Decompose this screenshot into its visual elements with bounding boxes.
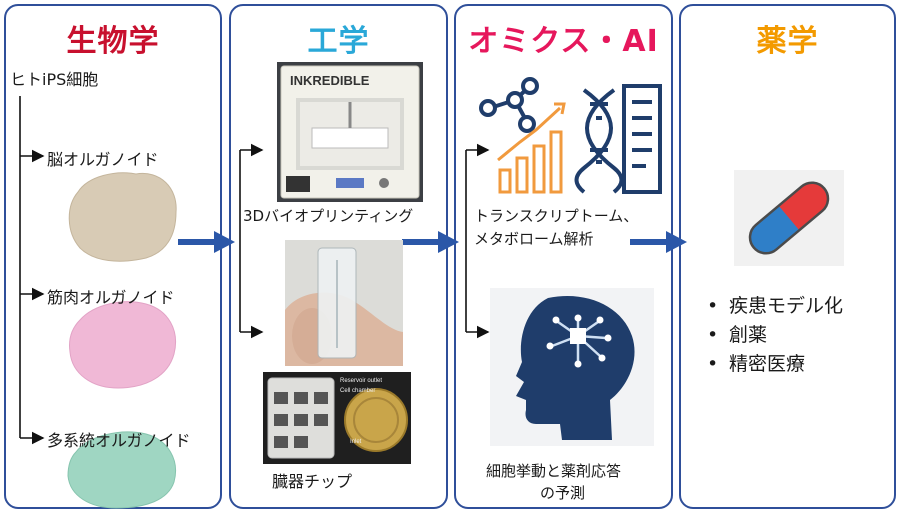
bullet-dot: • bbox=[707, 295, 719, 317]
bullet-item-precision-medicine: • 精密医療 bbox=[707, 350, 843, 379]
bioprinter-photo bbox=[277, 62, 423, 202]
muscle-organoid-image bbox=[69, 301, 176, 389]
multi-organoid-image bbox=[67, 431, 176, 509]
branch-label-multi: 多系統オルガノイド bbox=[47, 431, 191, 450]
chip-annotation-reservoir: Reservoir outlet bbox=[340, 378, 382, 384]
flow-arrow-eng-omics bbox=[402, 231, 459, 253]
omics-label-line2: メタボローム解析 bbox=[474, 230, 594, 248]
pharmacy-bullet-list: • 疾患モデル化 • 創薬 • 精密医療 bbox=[707, 292, 843, 379]
bullet-text: 創薬 bbox=[729, 324, 768, 346]
brain-organoid-image bbox=[68, 172, 177, 262]
pill-icon bbox=[734, 170, 844, 266]
branch-label-muscle: 筋肉オルガノイド bbox=[47, 288, 175, 307]
bioprinting-label: 3Dバイオプリンティング bbox=[243, 207, 414, 225]
ai-brain-head-icon bbox=[490, 288, 654, 446]
bullet-dot: • bbox=[707, 324, 719, 346]
bullet-text: 疾患モデル化 bbox=[729, 295, 844, 317]
ips-cell-label: ヒトiPS細胞 bbox=[10, 70, 99, 89]
bullet-text: 精密医療 bbox=[729, 353, 806, 375]
branch-label-brain: 脳オルガノイド bbox=[47, 150, 159, 169]
chip-annotation-chamber: Cell chamber bbox=[340, 388, 375, 394]
chip-annotation-inlet: Inlet bbox=[350, 439, 362, 445]
panel-title-engineering: 工学 bbox=[307, 24, 370, 59]
organ-chip-photo bbox=[263, 372, 411, 464]
organ-chip-label: 臓器チップ bbox=[272, 472, 353, 491]
panel-title-pharmacy: 薬学 bbox=[756, 24, 819, 59]
biology-tree-lines bbox=[19, 96, 45, 445]
panel-title-omics: オミクス・AI bbox=[468, 24, 659, 59]
bullet-dot: • bbox=[707, 353, 719, 375]
prediction-label-line2: の予測 bbox=[540, 484, 586, 502]
bullet-item-drug-discovery: • 創薬 bbox=[707, 321, 843, 350]
omics-branch-lines bbox=[465, 143, 490, 339]
omics-label-line1: トランスクリプトーム、 bbox=[474, 207, 639, 225]
prediction-label-line1: 細胞挙動と薬剤応答 bbox=[486, 462, 622, 480]
printer-brand-label: INKREDIBLE bbox=[290, 73, 370, 88]
flow-arrow-bio-eng bbox=[178, 231, 235, 253]
network-icon bbox=[479, 77, 539, 133]
flow-arrows bbox=[178, 231, 687, 253]
hand-chip-photo bbox=[285, 240, 403, 366]
flow-arrow-omics-pharm bbox=[630, 231, 687, 253]
bar-chart-icon bbox=[497, 102, 566, 194]
bullet-item-disease-model: • 疾患モデル化 bbox=[707, 292, 843, 321]
document-icon bbox=[622, 84, 662, 194]
panel-title-biology: 生物学 bbox=[66, 24, 160, 59]
dna-icon bbox=[574, 88, 624, 194]
engineering-branch-lines bbox=[239, 143, 264, 339]
